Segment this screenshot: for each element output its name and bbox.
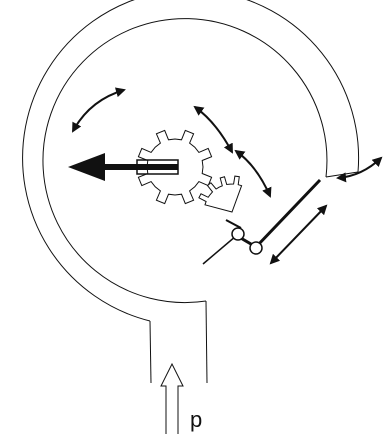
bourdon-tube-outer-wall	[22, 0, 360, 322]
pointer-hub	[136, 159, 179, 175]
inlet-pipe-left-wall	[149, 320, 152, 384]
pivot-circle-upper	[231, 227, 245, 241]
pivot-circle-lower	[249, 241, 263, 255]
rotation-arrow-gear-top	[193, 105, 233, 154]
pressure-label: p	[190, 407, 202, 432]
connecting-link-upper	[225, 219, 242, 229]
bourdon-tube-inner-wall	[42, 18, 328, 304]
tube-end-link	[254, 178, 322, 249]
rotation-arrow-top-left	[72, 87, 126, 133]
rotation-arrow-tube-tip	[336, 156, 383, 183]
translation-arrow-link	[269, 204, 328, 265]
pointer-arrowhead-icon	[68, 153, 105, 181]
rotation-arrow-sector	[234, 149, 272, 198]
pressure-arrow-icon	[160, 362, 184, 434]
connecting-link-lower	[202, 235, 237, 265]
inlet-pipe-right-wall	[205, 300, 208, 384]
